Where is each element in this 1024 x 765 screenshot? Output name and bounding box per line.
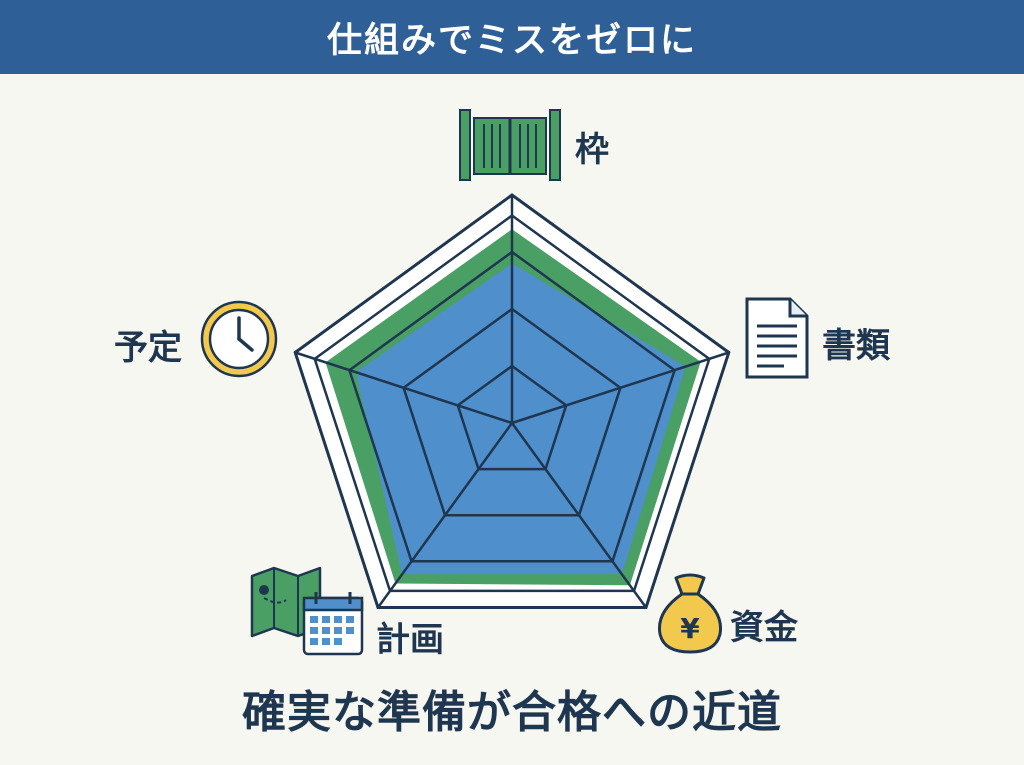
radar-spoke-1 — [511, 351, 730, 425]
footer-caption: 確実な準備が合格への近道 — [242, 687, 782, 738]
document-icon — [745, 297, 809, 379]
clock-icon — [200, 300, 278, 378]
svg-text:¥: ¥ — [680, 612, 700, 645]
header-banner: 仕組みでミスをゼロに — [0, 0, 1024, 74]
radar-grid-ring-1 — [402, 307, 622, 517]
yen-bag-icon: ¥ — [657, 573, 723, 654]
radar-grid-ring-0 — [456, 364, 568, 471]
axis-label-keikaku: 計画 — [376, 620, 444, 660]
axis-label-shorui: 書類 — [822, 326, 890, 366]
radar-grid-ring-2 — [347, 250, 677, 563]
page-title: 仕組みでミスをゼロに — [326, 20, 697, 61]
axis-label-waku: 枠 — [575, 130, 609, 170]
axis-label-shikin: 資金 — [730, 608, 798, 648]
radar-spoke-3 — [376, 422, 514, 609]
gate-icon — [459, 109, 561, 181]
radar-spoke-4 — [294, 351, 513, 425]
radar-grid-ring-3 — [313, 213, 711, 593]
axis-label-yotei: 予定 — [114, 328, 182, 368]
radar-spoke-2 — [510, 422, 648, 609]
map-calendar-icon — [250, 566, 364, 656]
